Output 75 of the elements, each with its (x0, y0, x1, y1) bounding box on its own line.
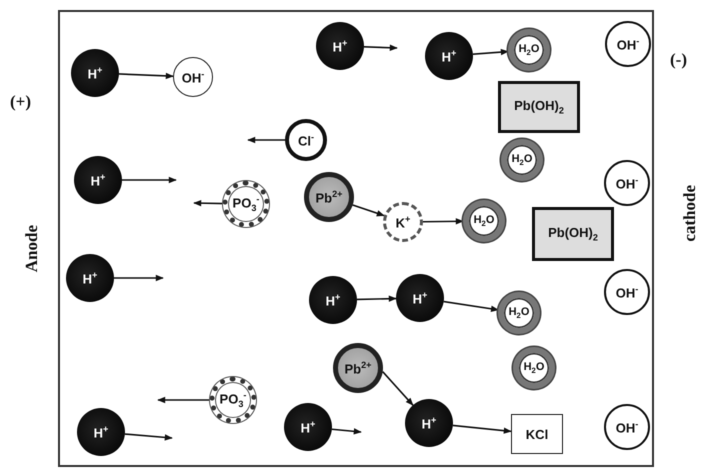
arrow (124, 433, 173, 441)
ion-label: KCl (526, 428, 548, 440)
ion-label: H$^{+}$ (326, 292, 340, 308)
ion-label: OH$^{-}$ (616, 284, 638, 300)
ion-circle (498, 292, 540, 334)
arrow (118, 72, 174, 80)
ion-circle (223, 181, 269, 227)
arrow (114, 274, 164, 282)
ion-label: H$^{+}$ (412, 290, 428, 306)
arrow (247, 136, 285, 144)
ion-label: H$_{2}$O (474, 214, 494, 228)
ion-circle (463, 200, 505, 242)
ion-label: H$^{+}$ (90, 172, 106, 188)
ion-label: Pb$^{2+}$ (316, 190, 342, 204)
ion-circle (71, 49, 119, 97)
ion-label: Pb(OH)$_{2}$ (514, 98, 564, 116)
ion-circle (396, 274, 444, 322)
ion-label: K$^{+}$ (396, 214, 410, 230)
ion-circle (605, 21, 651, 67)
ion-label: H$_{2}$O (508, 306, 530, 320)
arrow (356, 296, 397, 302)
electrode-label: Anode (22, 225, 42, 272)
ion-circle (604, 269, 650, 315)
ion-label: H$^{+}$ (332, 38, 348, 54)
arrow (382, 371, 414, 406)
ion-label: Cl$^{-}$ (298, 132, 314, 148)
compound-box (498, 81, 580, 133)
ion-label: H$_{2}$O (512, 154, 532, 166)
arrow (422, 218, 464, 225)
ion-circle (304, 172, 354, 222)
ion-circle (604, 404, 650, 450)
compound-box (511, 414, 563, 454)
ion-label: OH$^{-}$ (182, 70, 204, 84)
arrow (452, 424, 512, 434)
ion-circle (210, 377, 256, 423)
ion-label: OH$^{-}$ (616, 420, 638, 434)
arrow (472, 48, 509, 56)
ion-circle (66, 254, 114, 302)
ion-circle (173, 57, 213, 97)
ion-circle (501, 139, 543, 181)
ion-label: H$^{+}$ (82, 270, 98, 286)
ion-circle (285, 119, 327, 161)
ion-circle (74, 156, 122, 204)
ion-circle (513, 347, 555, 389)
ion-label: Pb(OH)$_{2}$ (548, 226, 598, 242)
ion-circle (316, 22, 364, 70)
ion-circle (604, 160, 650, 206)
ion-label: H$^{+}$ (94, 424, 108, 440)
ion-label: OH$^{-}$ (616, 176, 638, 190)
ion-circle (508, 29, 550, 71)
ion-circle (309, 276, 357, 324)
ion-label: H$_{2}$O (524, 362, 544, 374)
arrow (332, 428, 362, 434)
ion-label: H$^{+}$ (442, 48, 456, 64)
electrode-label: cathode (680, 185, 700, 242)
arrow (157, 396, 210, 404)
arrow (122, 176, 177, 184)
ion-label: H$_{2}$O (518, 44, 540, 56)
ion-label: H$^{+}$ (88, 66, 102, 80)
ion-circle (77, 408, 125, 456)
ion-label: Pb$^{2+}$ (344, 360, 372, 376)
ion-label: OH$^{-}$ (616, 36, 640, 52)
arrow (193, 200, 224, 206)
arrow (444, 300, 500, 312)
ion-circle (333, 343, 383, 393)
compound-box (532, 207, 614, 261)
polarity-label: (+) (10, 92, 32, 112)
polarity-label: (-) (670, 50, 687, 70)
ion-circle (405, 399, 453, 447)
ion-circle (425, 32, 473, 80)
ion-label: H$^{+}$ (422, 416, 436, 430)
arrow (352, 204, 385, 216)
ion-label: H$^{+}$ (300, 420, 316, 434)
arrow (364, 44, 398, 51)
ion-circle (284, 403, 332, 451)
